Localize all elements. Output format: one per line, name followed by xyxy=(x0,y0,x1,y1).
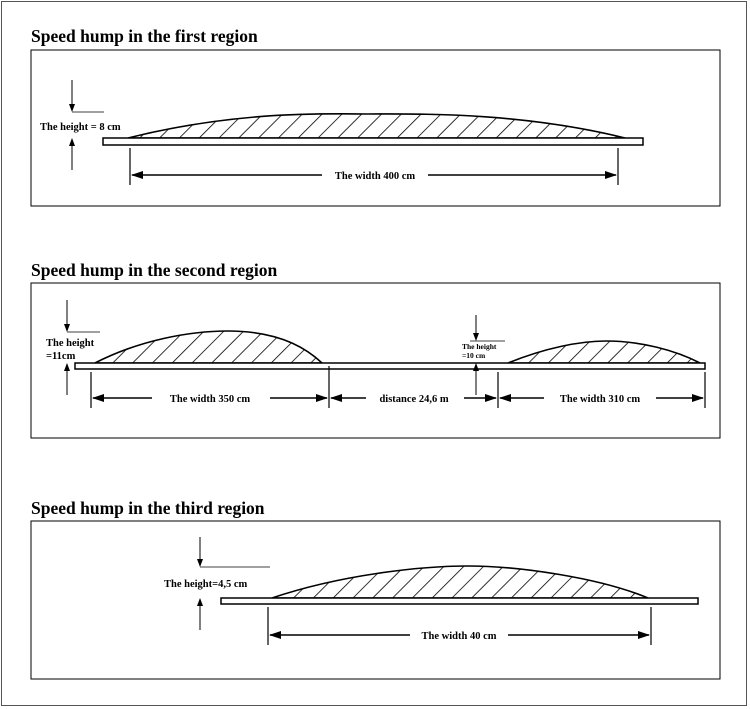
region-2-width-1-label: The width 350 cm xyxy=(170,394,250,405)
region-3-panel: The height=4,5 cm The width 40 cm xyxy=(30,520,721,680)
region-3-title: Speed hump in the third region xyxy=(31,498,265,518)
region-1-height-label: The height = 8 cm xyxy=(40,122,121,133)
region-3-road xyxy=(220,597,699,605)
region-2-distance-label: distance 24,6 m xyxy=(379,394,448,405)
region-2-hump-2 xyxy=(507,340,701,364)
region-3-box xyxy=(30,520,721,680)
region-3-hump xyxy=(271,565,649,599)
region-2-box xyxy=(30,282,721,439)
region-1-panel: The height = 8 cm The width 400 cm xyxy=(30,49,721,207)
region-1-hump xyxy=(127,113,626,139)
region-2-height-1-label-line1: The height xyxy=(46,338,95,349)
region-2-panel: The height =11cm The height =10 cm The w… xyxy=(30,282,721,439)
region-2-height-1-label-line2: =11cm xyxy=(46,351,76,362)
region-1-box xyxy=(30,49,721,207)
region-3-width-label: The width 40 cm xyxy=(422,631,497,642)
region-2-width-2-label: The width 310 cm xyxy=(560,394,640,405)
region-1-title: Speed hump in the first region xyxy=(31,26,258,46)
region-1-road xyxy=(102,137,644,146)
region-2-hump-1 xyxy=(94,330,324,364)
region-2-height-2-label-line1: The height xyxy=(462,342,497,351)
region-2-road xyxy=(74,362,706,370)
region-1-width-label: The width 400 cm xyxy=(335,171,415,182)
region-3-height-label: The height=4,5 cm xyxy=(164,579,248,590)
region-2-title: Speed hump in the second region xyxy=(31,260,278,280)
region-2-height-2-label-line2: =10 cm xyxy=(462,351,486,360)
